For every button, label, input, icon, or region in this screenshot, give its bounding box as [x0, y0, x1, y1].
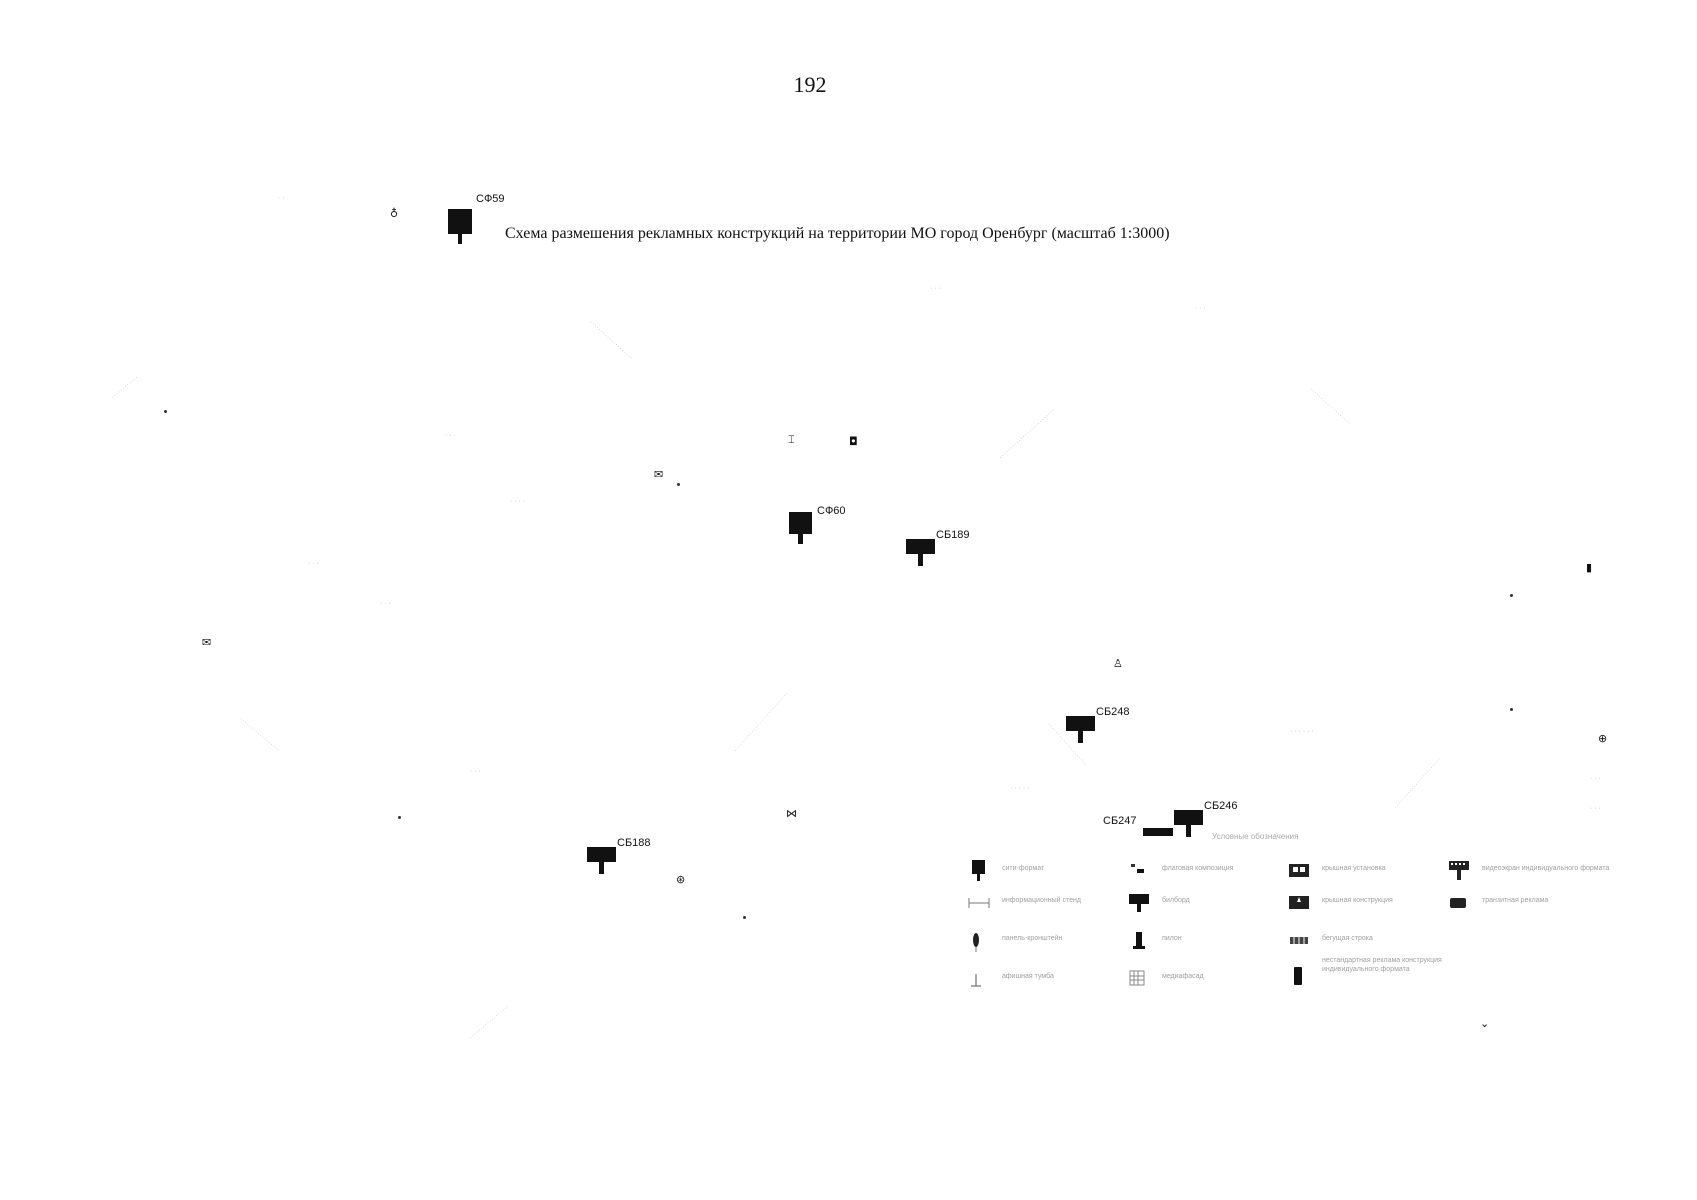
- map-faint-mark: · · ·: [930, 285, 941, 292]
- media-facade-icon: [1129, 970, 1145, 986]
- flag-composition-icon: [1131, 864, 1144, 873]
- roof-construction-icon: [1289, 896, 1309, 909]
- map-point: [164, 410, 167, 413]
- legend-item: транзитная реклама: [1446, 890, 1611, 916]
- crossing-icon: ⋈: [786, 807, 797, 820]
- map-faint-mark: · · ·: [445, 432, 456, 439]
- wayfinding-icon: [971, 974, 981, 987]
- map-faint-mark: · · ·: [380, 600, 391, 607]
- pylon-icon: [1133, 932, 1145, 949]
- hospital-icon: ⊕: [1598, 732, 1608, 745]
- map-title: Схема размешения рекламных конструкций н…: [505, 225, 1170, 242]
- legend-title: Условные обозначения: [1212, 832, 1299, 841]
- marker-label: СФ60: [817, 505, 846, 517]
- billboard-icon: [906, 539, 935, 566]
- legend-item: пилон: [1126, 928, 1291, 954]
- transit-ad-icon: [1450, 898, 1466, 908]
- map-faint-mark: · ·: [278, 195, 285, 202]
- billboard-icon: [587, 847, 616, 874]
- billboard-icon: [1174, 810, 1203, 837]
- street-label: ··················: [237, 715, 282, 754]
- billboard-icon: [1066, 716, 1095, 743]
- legend-item: афишная тумба: [966, 966, 1131, 992]
- bar-icon: [1143, 828, 1173, 836]
- map-point: [398, 816, 401, 819]
- marker-small-icon: ▮: [1586, 561, 1593, 574]
- marker-label: СБ248: [1096, 706, 1130, 718]
- street-label: ························: [1392, 755, 1444, 811]
- transport-stop-icon: ♁: [390, 207, 399, 220]
- bracket-panel-icon: [973, 933, 979, 952]
- map-faint-mark: · · · ·: [510, 498, 526, 505]
- non-standard-icon: [1294, 967, 1302, 985]
- map-faint-mark: · · · · ·: [1010, 785, 1030, 792]
- legend-item: медиафасад: [1126, 966, 1291, 992]
- shop-icon: ◘: [849, 435, 858, 448]
- running-line-icon: [1290, 937, 1308, 944]
- legend-item: бегущая строка: [1286, 928, 1451, 954]
- legend-item: крышная конструкция: [1286, 890, 1451, 916]
- legend-item: видеоэкран индивидуального формата: [1446, 858, 1611, 884]
- legend-item: информационный стенд: [966, 890, 1131, 916]
- legend-item: панель-кронштейн: [966, 928, 1131, 954]
- map-faint-mark: · · ·: [308, 560, 319, 567]
- marker-sb188[interactable]: СБ188: [587, 837, 651, 880]
- roof-installation-icon: [1289, 864, 1309, 877]
- map-point: [677, 483, 680, 486]
- city-format-icon: [448, 209, 472, 244]
- info-stand-icon: [968, 898, 990, 908]
- street-label: ····························: [732, 690, 791, 754]
- page-number: 192: [793, 72, 827, 97]
- street-label: ··························: [997, 406, 1058, 462]
- legend-item: нестандартная реклама конструкция индиви…: [1286, 956, 1451, 1000]
- street-label: ············: [109, 373, 141, 402]
- map-legend: Условные обозначения сити-формат флагова…: [960, 832, 1610, 1012]
- street-label: ····················: [587, 318, 635, 362]
- marker-sf60[interactable]: СФ60: [789, 505, 846, 551]
- mail-icon: ✉: [202, 636, 212, 649]
- marker-label: СФ59: [476, 193, 505, 205]
- map-point: [743, 916, 746, 919]
- map-faint-mark: · · ·: [470, 768, 481, 775]
- marker-sb189[interactable]: СБ189: [906, 529, 970, 572]
- map-faint-mark: · · ·: [1590, 805, 1601, 812]
- street-label: ···················: [1307, 385, 1353, 428]
- mail-icon: ✉: [654, 468, 664, 481]
- marker-label: СБ246: [1204, 800, 1238, 812]
- marker-sb246[interactable]: СБ246: [1174, 800, 1238, 843]
- chevron-down-icon: ⌄: [1480, 1017, 1490, 1030]
- city-format-icon: [972, 860, 985, 881]
- legend-item: билборд: [1126, 890, 1291, 916]
- billboard-icon: [1129, 894, 1149, 912]
- legend-item: сити-формат: [966, 858, 1131, 884]
- map-point: [1510, 594, 1513, 597]
- marker-label: СБ189: [936, 529, 970, 541]
- marker-sf59[interactable]: СФ59: [448, 193, 505, 250]
- legend-item: крышная установка: [1286, 858, 1451, 884]
- marker-sb248[interactable]: СБ248: [1066, 706, 1130, 749]
- map-faint-mark: · · · · · ·: [1290, 728, 1314, 735]
- marker-label: СБ247: [1103, 815, 1137, 827]
- marker-label: СБ188: [617, 837, 651, 849]
- video-screen-icon: [1449, 861, 1469, 880]
- building-icon: ⌶: [788, 433, 795, 446]
- street-label: ··················: [467, 1003, 512, 1042]
- map-faint-mark: · · ·: [1195, 305, 1206, 312]
- target-icon: ⊛: [676, 873, 686, 886]
- legend-item: флаговая композиция: [1126, 858, 1291, 884]
- marker-sb247[interactable]: СБ247: [1103, 815, 1175, 843]
- city-format-icon: [789, 512, 812, 544]
- map-point: [1510, 708, 1513, 711]
- person-icon: ♙: [1113, 657, 1123, 670]
- map-faint-mark: · · ·: [1590, 775, 1601, 782]
